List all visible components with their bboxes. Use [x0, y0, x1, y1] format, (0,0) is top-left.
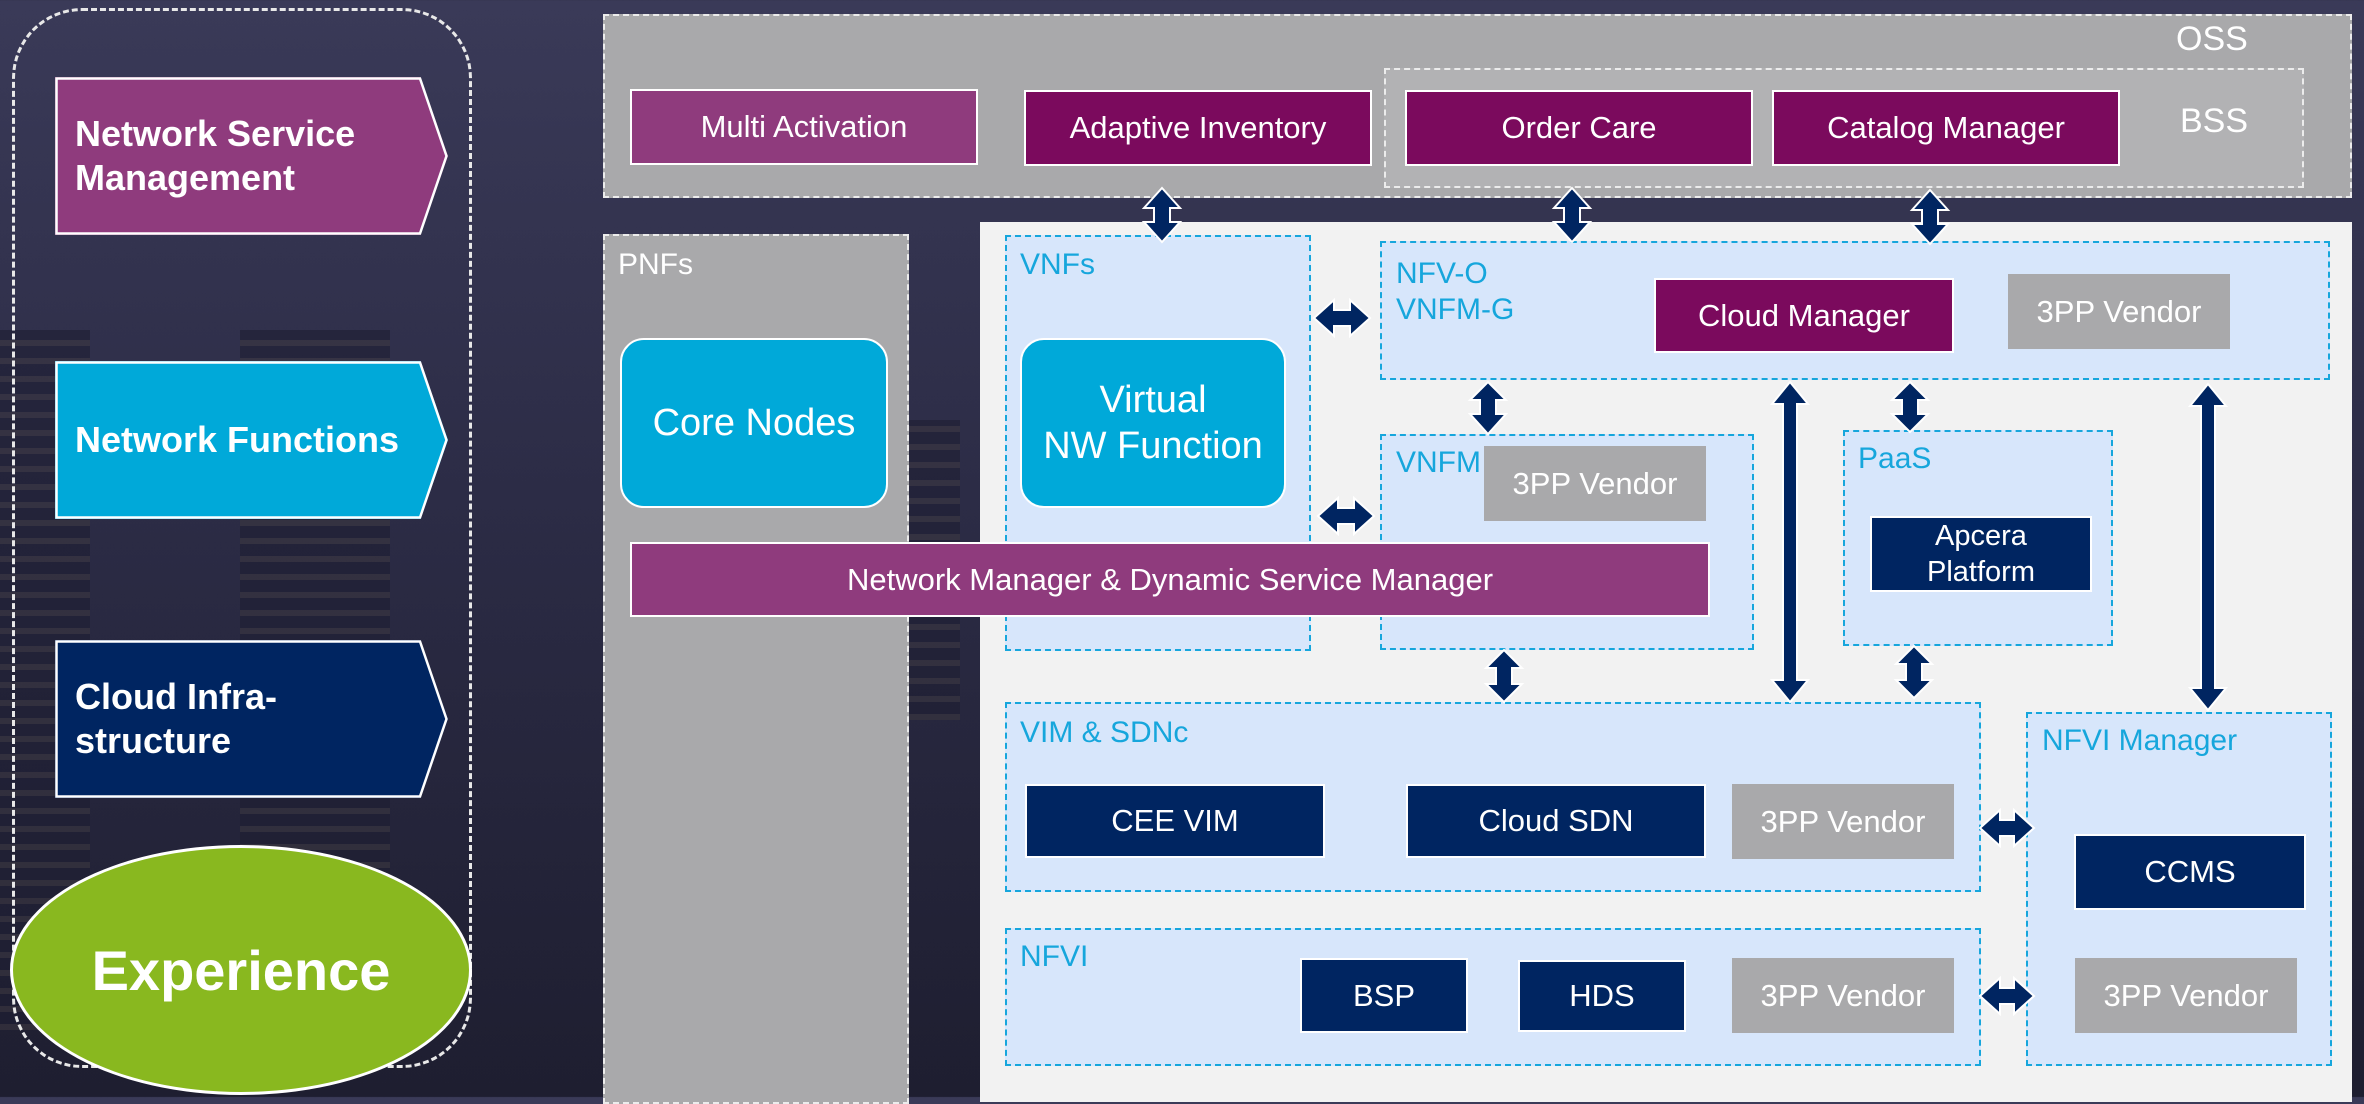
network-manager-dsm-box: Network Manager & Dynamic Service Manage…: [630, 542, 1710, 617]
hds-box: HDS: [1518, 960, 1686, 1032]
core-nodes-box: Core Nodes: [620, 338, 888, 508]
arrow-inventory-vnfs: [1141, 186, 1183, 244]
virtual-nw-function-line1: Virtual: [1099, 379, 1207, 421]
apcera-platform-line1: Apcera: [1935, 520, 2027, 552]
cee-vim-box: CEE VIM: [1025, 784, 1325, 858]
nfvi-manager-3pp-vendor-box: 3PP Vendor: [2075, 958, 2297, 1033]
vnfm-3pp-vendor-box: 3PP Vendor: [1484, 446, 1706, 521]
virtual-nw-function-line2: NW Function: [1043, 425, 1263, 467]
nfvi-3pp-vendor-box: 3PP Vendor: [1732, 958, 1954, 1033]
paas-label: PaaS: [1858, 442, 1932, 475]
arrow-nfvo-vim: [1769, 380, 1811, 704]
vim-3pp-vendor-box: 3PP Vendor: [1732, 784, 1954, 859]
multi-activation-box: Multi Activation: [630, 89, 978, 165]
arrow-vim-nfvi-manager: [1978, 807, 2036, 849]
nfvo-label-line1: NFV-O: [1396, 257, 1488, 290]
arrow-paas-vim: [1893, 644, 1935, 700]
apcera-platform-line2: Platform: [1927, 556, 2035, 588]
bss-label: BSS: [2180, 102, 2249, 140]
nfvo-3pp-vendor-box: 3PP Vendor: [2008, 274, 2230, 349]
arrow-ordercare-nfvo: [1551, 186, 1593, 244]
vnfs-label: VNFs: [1020, 248, 1095, 281]
ccms-box: CCMS: [2074, 834, 2306, 910]
nfvo-label: NFV-O VNFM-G: [1396, 256, 1514, 328]
arrow-nfvo-vnfm: [1467, 380, 1509, 436]
experience-label: Experience: [91, 938, 391, 1002]
vnfmg-label-line2: VNFM-G: [1396, 293, 1515, 326]
arrow-vnfs-vnfm: [1316, 495, 1376, 537]
arrow-nfvo-paas: [1889, 380, 1931, 434]
pnfs-label: PNFs: [618, 248, 693, 281]
cloud-manager-box: Cloud Manager: [1654, 278, 1954, 353]
experience-ellipse: Experience: [10, 845, 472, 1095]
arrow-nfvo-nfvi-manager: [2187, 382, 2229, 712]
order-care-box: Order Care: [1405, 90, 1753, 166]
cloud-sdn-box: Cloud SDN: [1406, 784, 1706, 858]
arrow-vnfm-vim: [1483, 648, 1525, 704]
arrow-catalog-nfvo: [1909, 188, 1951, 246]
vnfm-label: VNFM: [1396, 446, 1481, 479]
adaptive-inventory-box: Adaptive Inventory: [1024, 90, 1372, 166]
nfvi-label: NFVI: [1020, 940, 1089, 973]
nfvi-manager-label: NFVI Manager: [2042, 724, 2238, 757]
arrow-nfvi-nfvi-manager: [1978, 975, 2036, 1017]
vim-sdnc-label: VIM & SDNc: [1020, 716, 1189, 749]
bsp-box: BSP: [1300, 958, 1468, 1033]
arrow-vnfs-nfvo: [1312, 297, 1372, 339]
oss-label: OSS: [2176, 20, 2248, 58]
catalog-manager-box: Catalog Manager: [1772, 90, 2120, 166]
